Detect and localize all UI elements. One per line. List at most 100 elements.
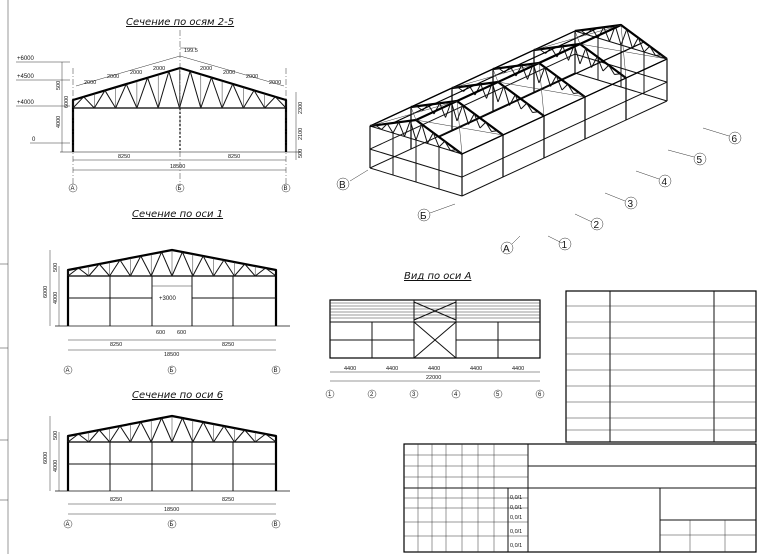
iso-truss-chord <box>492 61 586 98</box>
iso-truss-web <box>491 130 498 132</box>
axis-b: Б <box>170 368 174 374</box>
iso-truss-web <box>526 102 533 113</box>
sheet-mark-4: 0,0/1 <box>510 529 522 535</box>
bottom-dim-left: 8250 <box>118 154 130 160</box>
left-dim-500: 500 <box>56 81 62 90</box>
truss-diagonal <box>244 263 256 277</box>
level-4000: +4000 <box>17 100 35 106</box>
truss-diagonal <box>202 255 215 277</box>
roof-purlins <box>330 302 540 319</box>
truss-diagonal <box>253 90 266 109</box>
truss-diagonal <box>202 421 215 443</box>
section-2-5: Сечение по осям 2-5 +6000 +4500 +4000 0 … <box>16 17 304 193</box>
level-6000: +6000 <box>17 56 35 62</box>
iso-axis-5: 5 <box>697 155 703 166</box>
bottom-dim-total: 18500 <box>170 164 185 170</box>
iso-truss-web <box>520 102 528 110</box>
truss-diagonal <box>200 77 212 109</box>
sheet-mark-1: 0,0/1 <box>510 495 522 501</box>
right-dim-500: 500 <box>298 149 304 158</box>
iso-rail <box>369 53 576 150</box>
iso-truss-web <box>596 56 604 72</box>
bottom-dim-left: 8250 <box>110 497 122 503</box>
truss-diagonal <box>136 77 149 109</box>
iso-purlin <box>461 58 668 155</box>
sheet-mark-5: 0,0/1 <box>510 543 522 549</box>
total-dim: 22000 <box>426 375 441 381</box>
truss-diagonal <box>244 429 256 443</box>
iso-truss-web <box>562 46 569 61</box>
left-dim-6000: 6000 <box>64 96 70 108</box>
left-dim-500: 500 <box>53 263 59 272</box>
truss-diagonal <box>265 433 277 443</box>
iso-truss-web <box>574 29 581 32</box>
bottom-dim-total: 18500 <box>164 507 179 513</box>
iso-truss-web <box>532 63 540 84</box>
truss-diagonal <box>88 263 100 277</box>
truss-web <box>67 250 277 277</box>
title-block-main: 0,0/1 0,0/1 0,0/1 0,0/1 0,0/1 <box>403 443 757 553</box>
truss-diagonal <box>119 259 131 277</box>
truss-diagonal <box>223 259 235 277</box>
truss-diagonal <box>83 96 95 109</box>
iso-truss-web <box>415 124 423 141</box>
left-dim-4000: 4000 <box>56 116 62 128</box>
iso-rail <box>574 53 668 83</box>
iso-purlin <box>369 30 576 127</box>
bottom-dim-right: 8250 <box>222 497 234 503</box>
bay-dim-4: 4400 <box>470 366 482 372</box>
view-a-title: Вид по оси А <box>404 271 472 282</box>
axis-a: A <box>66 368 70 374</box>
sheet-marks: 0,0/1 0,0/1 0,0/1 0,0/1 0,0/1 <box>510 495 522 549</box>
truss-diagonal <box>161 417 173 443</box>
truss-diagonal <box>125 83 138 109</box>
iso-axis-3: 3 <box>628 199 634 210</box>
truss-diagonal <box>104 90 117 109</box>
top-dim: 2000 <box>130 70 142 76</box>
axis-3: 3 <box>412 392 416 398</box>
iso-rail <box>369 167 463 197</box>
top-dim: 2000 <box>223 70 235 76</box>
iso-truss-web <box>555 75 563 91</box>
iso-brace <box>451 62 540 89</box>
truss-diagonal <box>67 267 79 277</box>
iso-truss-web <box>579 48 587 65</box>
iso-axis-a: A <box>503 244 510 255</box>
truss-diagonal <box>181 417 194 443</box>
bay-dim-1: 4400 <box>344 366 356 372</box>
bay-dim-3: 4400 <box>428 366 440 372</box>
truss-diagonal <box>150 251 163 277</box>
truss-diagonal <box>67 433 79 443</box>
truss-diagonal <box>140 255 152 277</box>
truss-diagonal <box>254 433 266 443</box>
axis-v: В <box>274 522 278 528</box>
iso-truss-web <box>655 54 662 56</box>
left-dim-500: 500 <box>53 431 59 440</box>
truss-diagonal <box>161 251 173 277</box>
truss-diagonal <box>147 77 159 109</box>
bay-dim-5: 4400 <box>512 366 524 372</box>
truss-diagonal <box>93 90 106 109</box>
truss-diagonal <box>78 267 90 277</box>
top-dim: 2000 <box>107 74 119 80</box>
left-dim-4000: 4000 <box>53 292 59 304</box>
truss-diagonal <box>189 70 202 109</box>
iso-truss-web <box>473 113 481 129</box>
iso-truss-web <box>573 44 581 65</box>
axis-1: 1 <box>328 392 332 398</box>
truss-diagonal <box>171 251 183 277</box>
iso-truss-web <box>561 83 569 91</box>
dim-line <box>75 55 181 87</box>
iso-axis-6: 6 <box>732 134 738 145</box>
iso-truss-web <box>637 37 645 53</box>
truss-diagonal <box>192 421 204 443</box>
axis-a: A <box>66 522 70 528</box>
iso-truss-web <box>381 123 388 130</box>
iso-truss-web <box>375 124 382 130</box>
section-1-title: Сечение по оси 1 <box>132 209 223 220</box>
iso-truss-web <box>608 64 615 75</box>
iso-truss-web <box>585 48 592 68</box>
view-a-axes: 1 2 3 4 5 6 <box>325 389 545 399</box>
truss-diagonal <box>129 421 142 443</box>
isometric-view: 1 2 3 4 5 6 A Б В <box>336 23 742 255</box>
